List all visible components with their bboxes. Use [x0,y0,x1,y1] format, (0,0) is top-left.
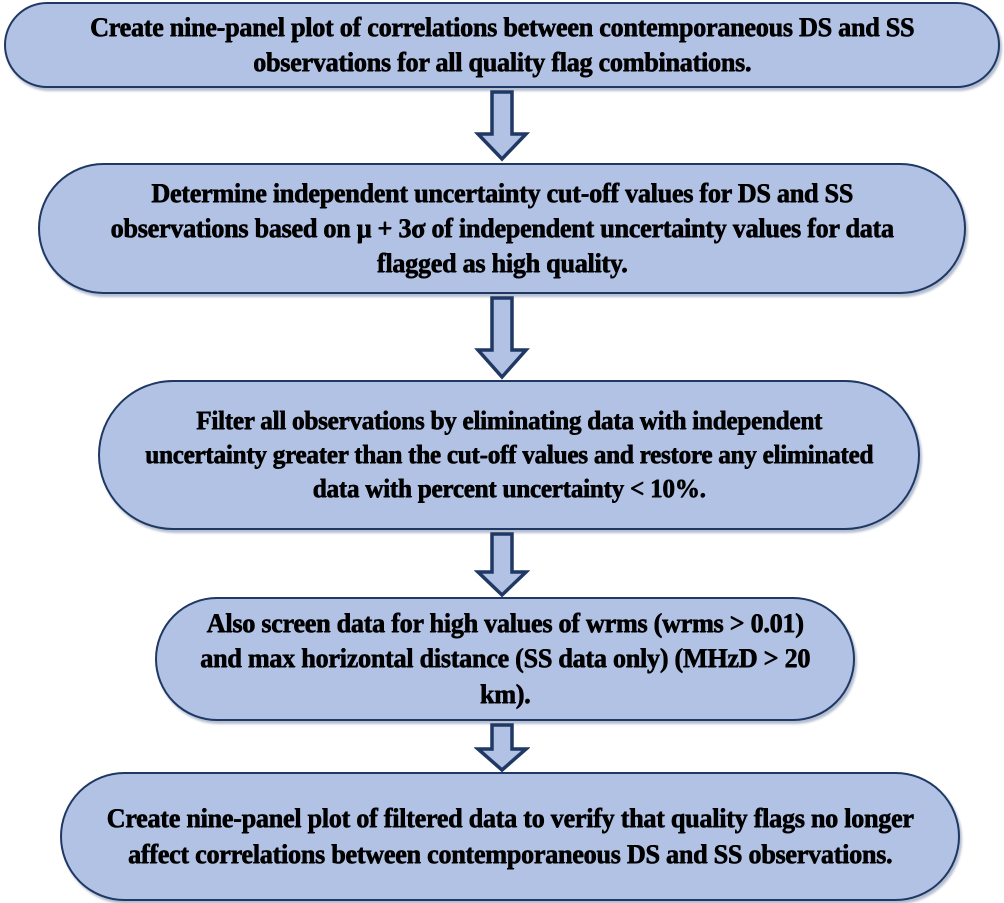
flowchart-node-step-5-label: Create nine-panel plot of filtered data … [106,803,914,869]
down-arrow-icon-connector-3 [474,532,530,598]
down-arrow-icon-connector-2 [474,296,530,380]
flowchart-node-step-3: Filter all observations by eliminating d… [98,380,920,530]
flowchart-node-step-3-label: Filter all observations by eliminating d… [145,406,873,503]
down-arrow-icon-connector-4 [474,723,530,773]
flowchart-node-step-4: Also screen data for high values of wrms… [155,597,855,721]
flowchart-node-step-1: Create nine-panel plot of correlations b… [4,2,1000,88]
flowchart-node-step-4-label: Also screen data for high values of wrms… [200,608,810,709]
flowchart-node-step-1-label: Create nine-panel plot of correlations b… [89,11,915,77]
flowchart-node-step-5: Create nine-panel plot of filtered data … [60,772,960,901]
flowchart-node-step-2: Determine independent uncertainty cut-of… [38,163,966,294]
flowchart-node-step-2-label: Determine independent uncertainty cut-of… [110,177,894,279]
down-arrow-icon-connector-1 [474,90,530,162]
